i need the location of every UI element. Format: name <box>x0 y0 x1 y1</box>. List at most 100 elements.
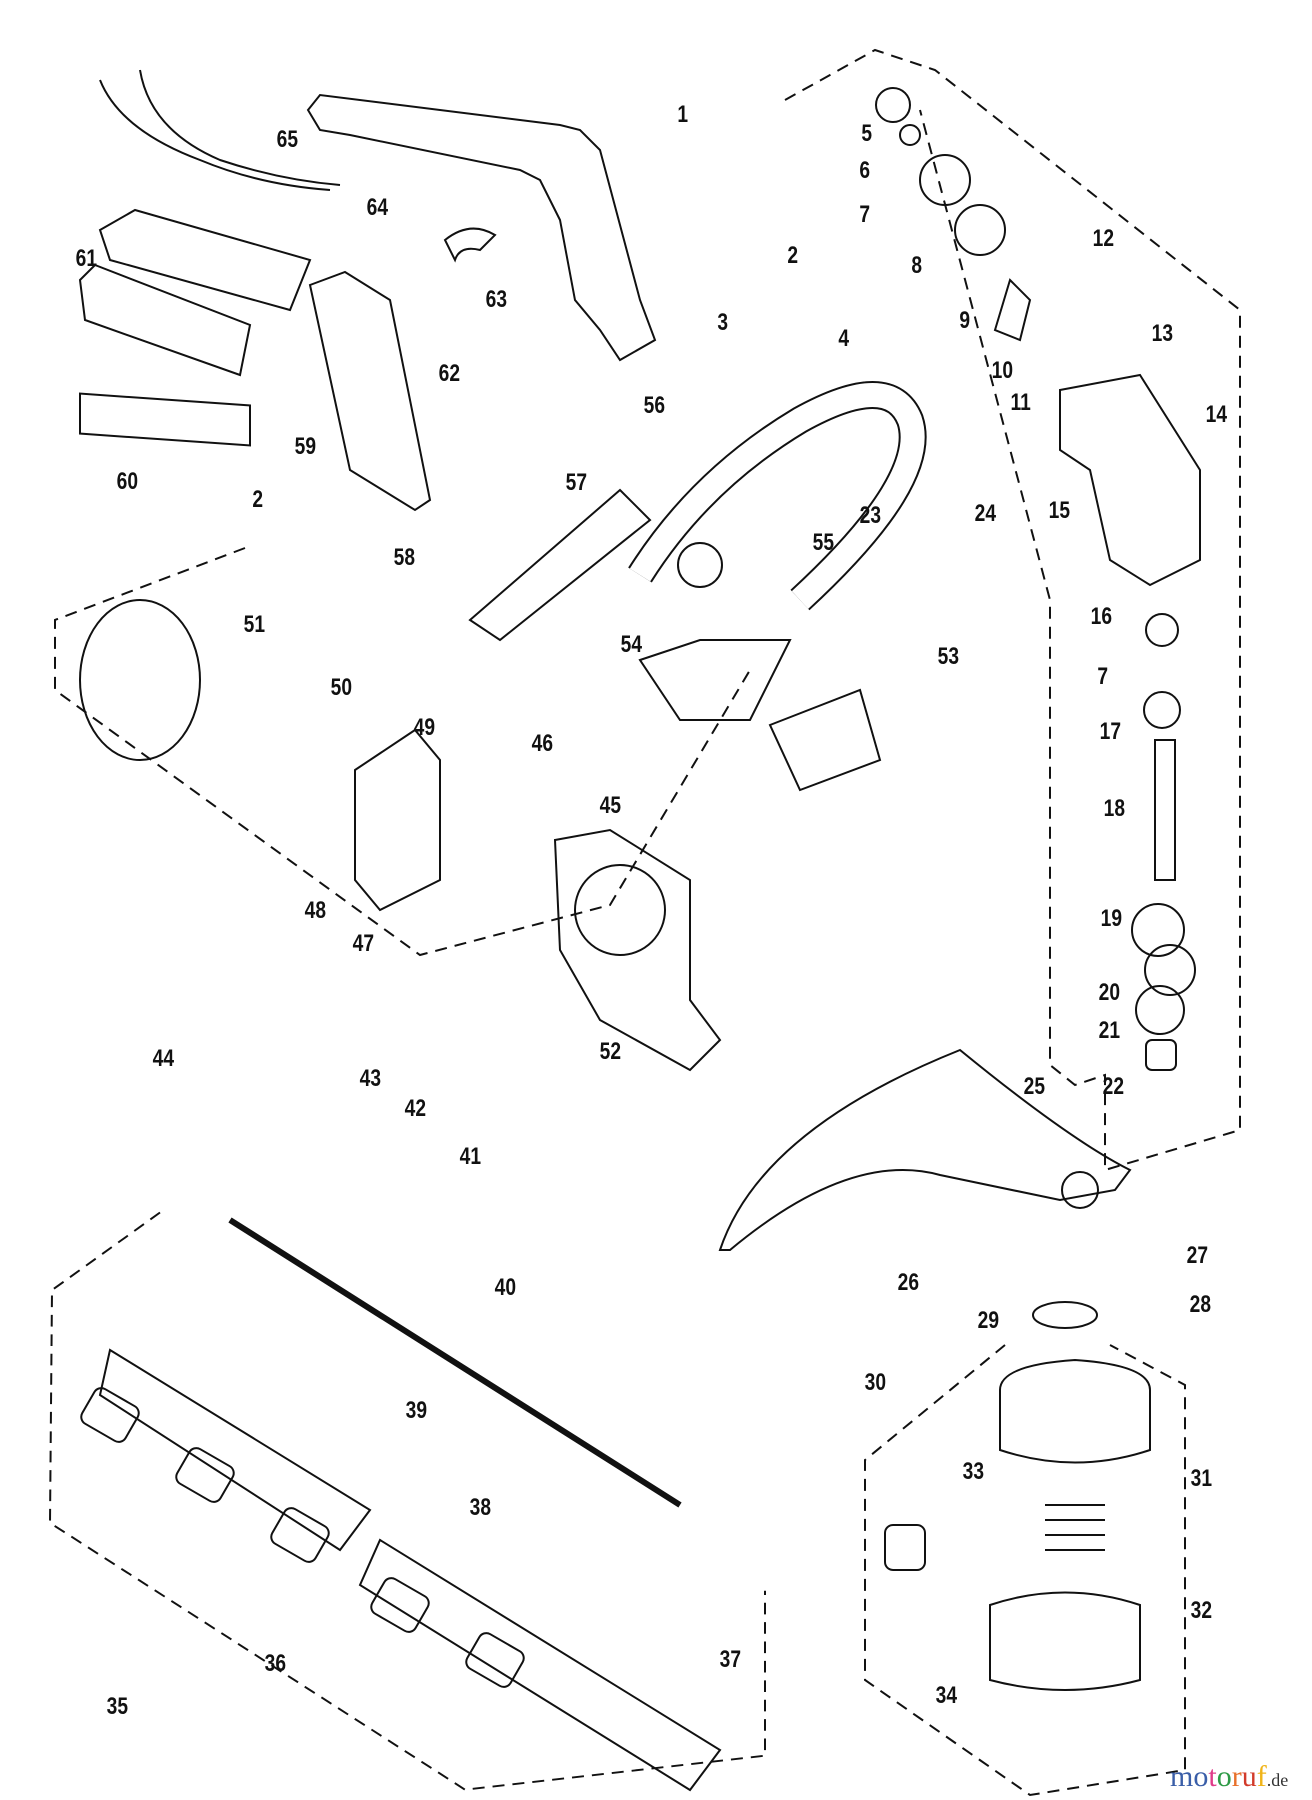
part-label-11: 11 <box>1010 389 1031 416</box>
part-36-couplers <box>80 1387 525 1688</box>
part-label-32: 32 <box>1190 1597 1213 1624</box>
part-label-26: 26 <box>897 1269 920 1296</box>
part-label-2: 2 <box>787 242 799 269</box>
watermark-letter: u <box>1241 1760 1257 1793</box>
part-label-44: 44 <box>152 1045 175 1072</box>
part-label-41: 41 <box>459 1143 482 1170</box>
part-8-bearing <box>954 204 1006 256</box>
part-37-shaft-tube <box>358 1538 722 1792</box>
watermark-suffix: .de <box>1266 1770 1289 1790</box>
part-label-9: 9 <box>959 307 971 334</box>
part-label-53: 53 <box>937 643 960 670</box>
part-6-ring <box>899 124 921 146</box>
part-label-22: 22 <box>1102 1073 1125 1100</box>
part-33-spring <box>1045 1504 1105 1551</box>
part-label-30: 30 <box>864 1369 887 1396</box>
part-label-5: 5 <box>861 120 873 147</box>
part-34-bump-knob <box>884 1524 926 1571</box>
part-label-2b: 2 <box>252 486 264 513</box>
part-53-clamp-upper <box>638 639 792 721</box>
part-label-65: 65 <box>276 126 299 153</box>
part-17-gear <box>1143 691 1181 729</box>
part-label-56: 56 <box>643 392 666 419</box>
part-label-15: 15 <box>1048 497 1071 524</box>
group-4-outline <box>784 48 1241 1172</box>
watermark-letter: o <box>1193 1760 1209 1793</box>
part-label-19: 19 <box>1100 905 1123 932</box>
part-label-60: 60 <box>116 468 139 495</box>
part-label-45: 45 <box>599 792 622 819</box>
part-label-36: 36 <box>264 1650 287 1677</box>
part-label-40: 40 <box>494 1274 517 1301</box>
part-label-16: 16 <box>1090 603 1113 630</box>
part-47-housing <box>354 728 441 912</box>
part-label-48: 48 <box>304 897 327 924</box>
part-label-6: 6 <box>859 157 871 184</box>
part-label-7b: 7 <box>1097 663 1109 690</box>
part-53-clamp-lower <box>768 688 882 792</box>
part-1-handle <box>306 93 657 362</box>
part-label-52: 52 <box>599 1038 622 1065</box>
part-label-61: 61 <box>75 245 98 272</box>
watermark-letter: r <box>1231 1760 1242 1793</box>
part-20-ring <box>1144 944 1196 996</box>
part-label-1: 1 <box>677 101 689 128</box>
part-label-39: 39 <box>405 1397 428 1424</box>
part-26-guard <box>718 1048 1132 1251</box>
part-label-23: 23 <box>859 502 882 529</box>
part-label-8: 8 <box>911 252 923 279</box>
part-32-spool <box>989 1591 1141 1691</box>
part-label-55: 55 <box>812 529 835 556</box>
part-14-gear-housing <box>1059 373 1201 587</box>
part-label-43: 43 <box>359 1065 382 1092</box>
watermark-letter: t <box>1208 1760 1217 1793</box>
part-label-34: 34 <box>935 1682 958 1709</box>
part-label-27: 27 <box>1186 1242 1209 1269</box>
part-51-clutch-drum <box>79 599 201 761</box>
part-label-4: 4 <box>838 325 850 352</box>
part-label-50: 50 <box>330 674 353 701</box>
part-21-seal <box>1135 985 1185 1035</box>
part-55-knob <box>677 542 723 588</box>
part-label-49: 49 <box>413 714 436 741</box>
part-63-trigger <box>443 227 497 263</box>
part-label-13: 13 <box>1151 320 1174 347</box>
part-9-pinion <box>993 278 1032 342</box>
part-29-spacer <box>1032 1301 1098 1329</box>
group-44-outline <box>54 547 751 957</box>
part-41-plate <box>553 828 722 1072</box>
part-label-20: 20 <box>1098 979 1121 1006</box>
part-label-51: 51 <box>243 611 266 638</box>
part-label-29: 29 <box>977 1307 1000 1334</box>
group-35-outline <box>48 1211 766 1791</box>
part-label-17: 17 <box>1099 718 1122 745</box>
watermark-letter: o <box>1216 1760 1232 1793</box>
part-label-42: 42 <box>404 1095 427 1122</box>
part-60-label-plate <box>79 392 251 447</box>
part-7b-bearing <box>1145 613 1179 647</box>
watermark-main: motoruf <box>1170 1760 1267 1793</box>
part-label-38: 38 <box>469 1494 492 1521</box>
part-label-46: 46 <box>531 730 554 757</box>
watermark: motoruf.de <box>1170 1760 1288 1794</box>
part-label-12: 12 <box>1092 225 1115 252</box>
part-label-7: 7 <box>859 201 871 228</box>
part-label-31: 31 <box>1190 1465 1213 1492</box>
part-57-grip <box>468 488 652 642</box>
part-18-arbor <box>1154 739 1176 881</box>
wire-harness <box>99 79 331 191</box>
part-label-33: 33 <box>962 1458 985 1485</box>
part-label-57: 57 <box>565 469 588 496</box>
part-40-drive-cable <box>228 1217 682 1508</box>
part-label-37: 37 <box>719 1646 742 1673</box>
part-22-bushing <box>1145 1039 1177 1071</box>
watermark-letter: m <box>1170 1760 1194 1793</box>
part-31-head-cover <box>999 1358 1151 1464</box>
part-label-14: 14 <box>1205 401 1228 428</box>
part-label-21: 21 <box>1098 1017 1121 1044</box>
part-label-64: 64 <box>366 194 389 221</box>
part-label-59: 59 <box>294 433 317 460</box>
part-label-3: 3 <box>717 309 729 336</box>
